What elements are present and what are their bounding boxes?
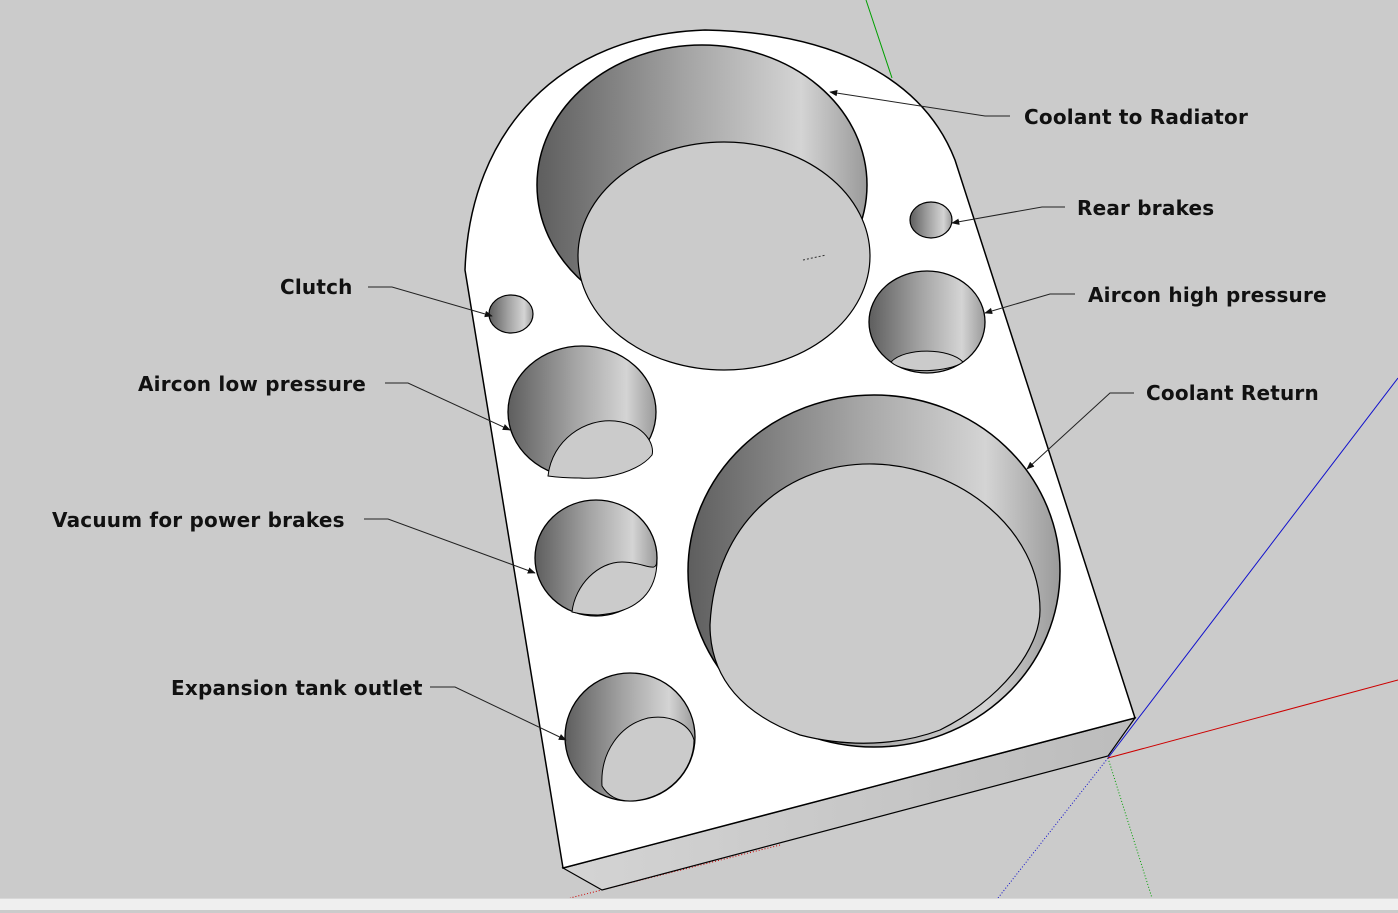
leader-aircon-low-pressure (385, 382, 511, 431)
red-axis-line (1107, 679, 1398, 759)
leader-rear-brakes (951, 206, 1065, 225)
label-coolant-to-radiator: Coolant to Radiator (1024, 105, 1248, 129)
blue-axis-line (1107, 377, 1398, 759)
status-bar (0, 898, 1398, 910)
green-axis-dotted (1107, 757, 1153, 899)
leader-clutch (368, 286, 493, 318)
label-vacuum-for-power-brakes: Vacuum for power brakes (52, 508, 345, 532)
label-aircon-high-pressure: Aircon high pressure (1088, 283, 1327, 307)
hole-vacuum-for-power-brakes[interactable] (534, 499, 658, 617)
callout-labels: Coolant to Radiator Rear brakes Clutch A… (52, 105, 1327, 700)
hole-clutch[interactable] (488, 294, 534, 334)
label-rear-brakes: Rear brakes (1077, 196, 1214, 220)
leader-aircon-high-pressure (984, 293, 1075, 315)
hole-coolant-to-radiator[interactable] (536, 44, 871, 371)
hole-aircon-low-pressure[interactable] (507, 345, 657, 479)
leader-expansion-tank-outlet (430, 686, 567, 741)
leader-coolant-to-radiator (829, 89, 1010, 117)
callout-leaders (364, 89, 1134, 741)
label-coolant-return: Coolant Return (1146, 381, 1319, 405)
hole-expansion-tank-outlet[interactable] (564, 672, 696, 802)
bulkhead-plate[interactable] (464, 29, 1137, 891)
hole-coolant-return[interactable] (687, 394, 1061, 748)
hole-rear-brakes[interactable] (909, 201, 953, 239)
label-expansion-tank-outlet: Expansion tank outlet (171, 676, 423, 700)
hole-aircon-high-pressure[interactable] (868, 270, 986, 374)
leader-coolant-return (1026, 392, 1134, 470)
label-clutch: Clutch (280, 275, 353, 299)
leader-vacuum-for-power-brakes (364, 518, 536, 574)
label-aircon-low-pressure: Aircon low pressure (138, 372, 366, 396)
green-axis-line (865, 0, 893, 79)
